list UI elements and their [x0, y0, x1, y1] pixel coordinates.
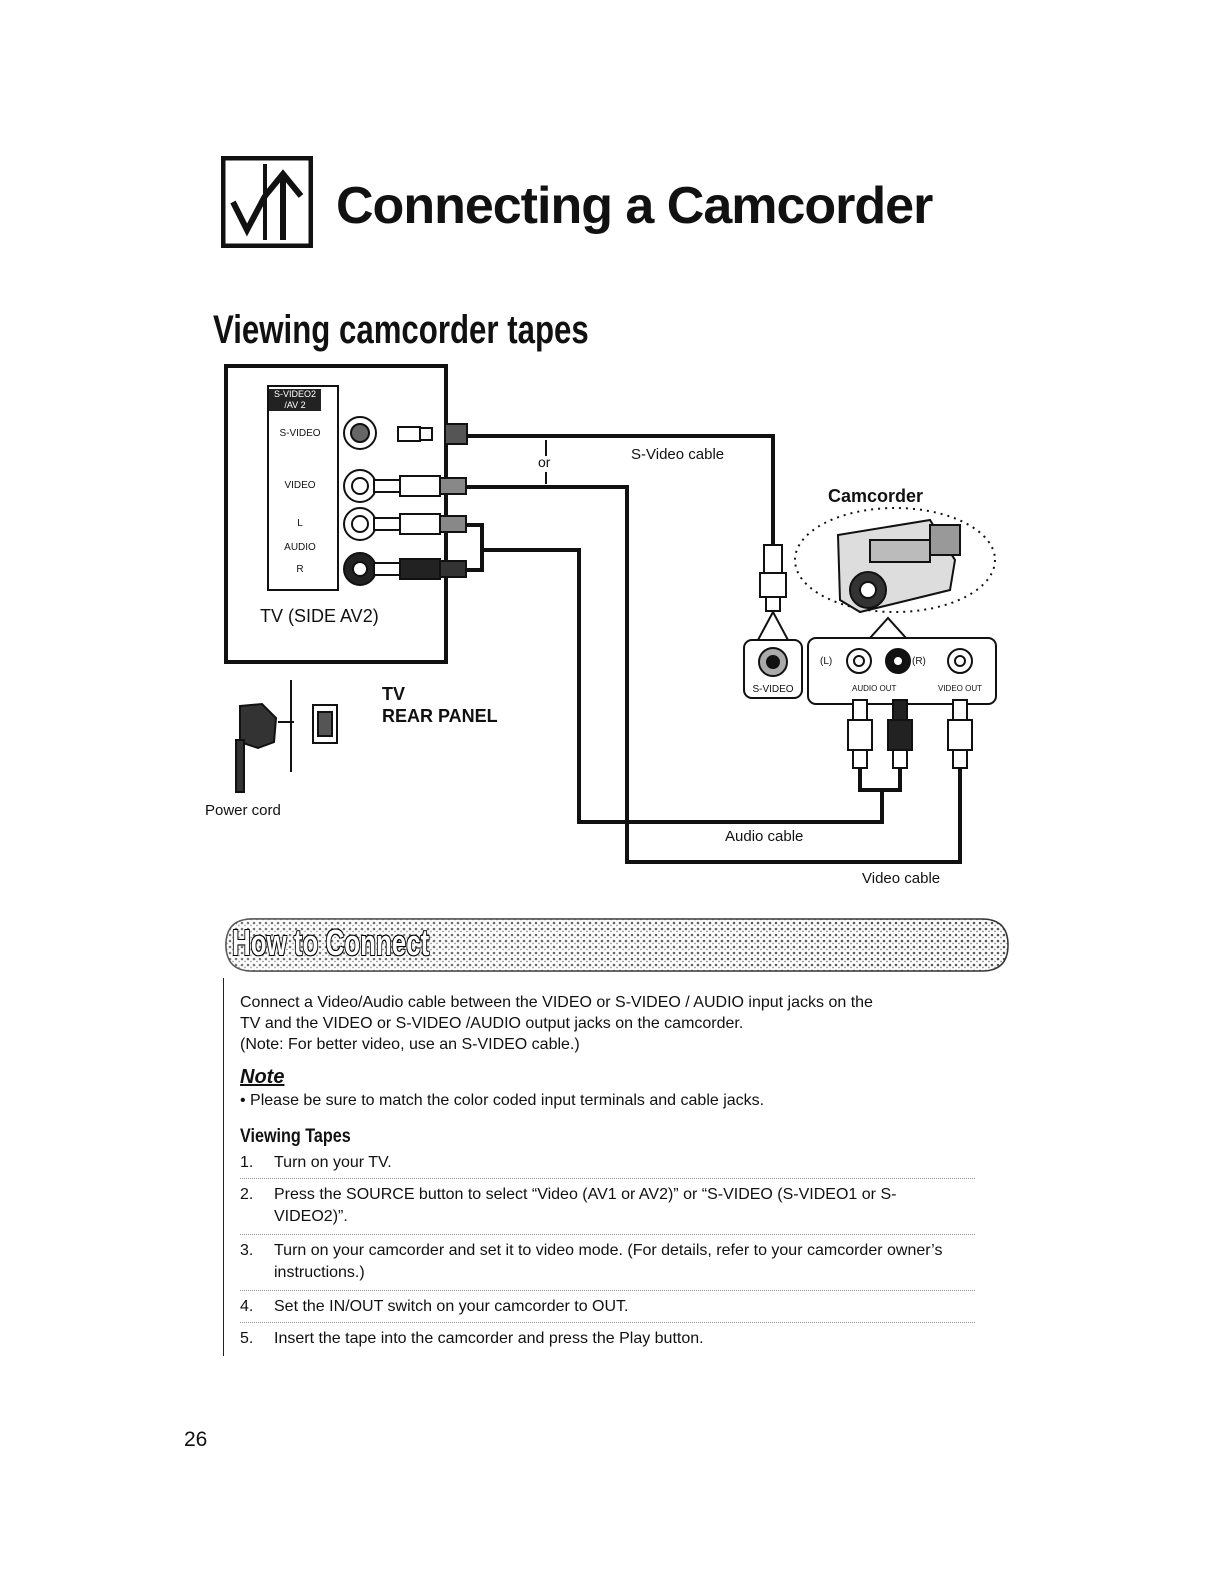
jack-label-svideo: S-VIDEO — [279, 428, 321, 439]
how-to-connect-banner — [225, 918, 1009, 972]
note-item: • Please be sure to match the color code… — [240, 1092, 765, 1109]
step-text: Press the SOURCE button to select “Video… — [274, 1186, 897, 1225]
intro-text: Connect a Video/Audio cable between the … — [240, 992, 980, 1055]
step-number: 5. — [240, 1330, 254, 1347]
camcorder-output-panel — [743, 637, 997, 705]
power-cord-label: Power cord — [205, 802, 281, 819]
step-number: 1. — [240, 1154, 254, 1171]
audio-l-jack — [343, 507, 377, 541]
step-divider — [240, 1234, 975, 1235]
step-item: 3. Turn on your camcorder and set it to … — [240, 1240, 970, 1284]
cam-l-label: (L) — [820, 656, 833, 667]
camcorder-illustration — [794, 507, 996, 614]
step-divider — [240, 1322, 975, 1323]
audio-cable-label: Audio cable — [725, 828, 804, 845]
tv-rear-line2: REAR PANEL — [382, 706, 498, 726]
cam-video-out-label: VIDEO OUT — [938, 684, 983, 693]
video-cable — [466, 485, 962, 864]
jack-label-video: VIDEO — [284, 480, 316, 491]
camcorder-label: Camcorder — [828, 486, 924, 506]
connection-arrows-icon — [221, 156, 313, 248]
page-number: 26 — [184, 1428, 208, 1451]
tv-side-label: TV (SIDE AV2) — [260, 606, 379, 626]
power-cord-illustration — [235, 680, 338, 793]
step-text: Turn on your TV. — [274, 1154, 392, 1171]
intro-line-1: Connect a Video/Audio cable between the … — [240, 994, 873, 1011]
audio-r-plug — [373, 558, 467, 580]
tv-jack-strip — [267, 385, 339, 591]
step-divider — [240, 1290, 975, 1291]
audio-cable-r — [466, 550, 484, 572]
tv-side-tag-line1: S-VIDEO2 — [273, 389, 316, 399]
section-title: Viewing camcorder tapes — [213, 308, 589, 352]
connection-diagram — [224, 364, 997, 864]
step-number: 4. — [240, 1298, 254, 1315]
video-plug — [373, 475, 467, 497]
viewing-tapes-heading: Viewing Tapes — [240, 1126, 351, 1147]
note-heading: Note — [240, 1066, 285, 1088]
camcorder-svideo-plug — [759, 544, 787, 612]
svideo-cable-label: S-Video cable — [631, 446, 725, 463]
intro-line-2: TV and the VIDEO or S-VIDEO /AUDIO outpu… — [240, 1015, 744, 1032]
step-item: 2. Press the SOURCE button to select “Vi… — [240, 1184, 970, 1228]
step-item: 4. Set the IN/OUT switch on your camcord… — [240, 1296, 970, 1318]
cam-r-label: (R) — [912, 656, 926, 667]
svideo-jack — [343, 416, 377, 450]
step-text: Set the IN/OUT switch on your camcorder … — [274, 1298, 629, 1315]
camcorder-rca-plugs — [847, 699, 973, 769]
step-number: 2. — [240, 1186, 254, 1203]
audio-cable — [466, 523, 902, 824]
step-item: 1. Turn on your TV. — [240, 1152, 970, 1174]
svideo-plug — [397, 423, 468, 445]
audio-l-plug — [373, 513, 467, 535]
body-left-rule — [223, 978, 224, 1356]
video-jack — [343, 469, 377, 503]
step-text: Turn on your camcorder and set it to vid… — [274, 1242, 943, 1281]
tv-side-tag: S-VIDEO2 /AV 2 — [269, 389, 321, 411]
jack-label-l: L — [297, 518, 303, 529]
cam-audio-out-label: AUDIO OUT — [852, 684, 897, 693]
cam-svideo-label: S-VIDEO — [752, 684, 794, 695]
step-item: 5. Insert the tape into the camcorder an… — [240, 1328, 970, 1350]
tv-side-tag-line2: /AV 2 — [284, 400, 306, 410]
or-label: or — [538, 454, 551, 470]
step-divider — [240, 1178, 975, 1179]
intro-line-3: (Note: For better video, use an S-VIDEO … — [240, 1036, 580, 1053]
step-text: Insert the tape into the camcorder and p… — [274, 1330, 704, 1347]
audio-r-jack — [343, 552, 377, 586]
jack-label-r: R — [296, 564, 304, 575]
step-number: 3. — [240, 1242, 254, 1259]
page-title: Connecting a Camcorder — [336, 177, 933, 235]
how-to-connect-title: How to Connect — [232, 922, 430, 963]
tv-rear-line1: TV — [382, 684, 406, 704]
jack-label-audio: AUDIO — [284, 542, 316, 553]
svideo-cable — [467, 434, 775, 545]
video-cable-label: Video cable — [862, 870, 941, 887]
